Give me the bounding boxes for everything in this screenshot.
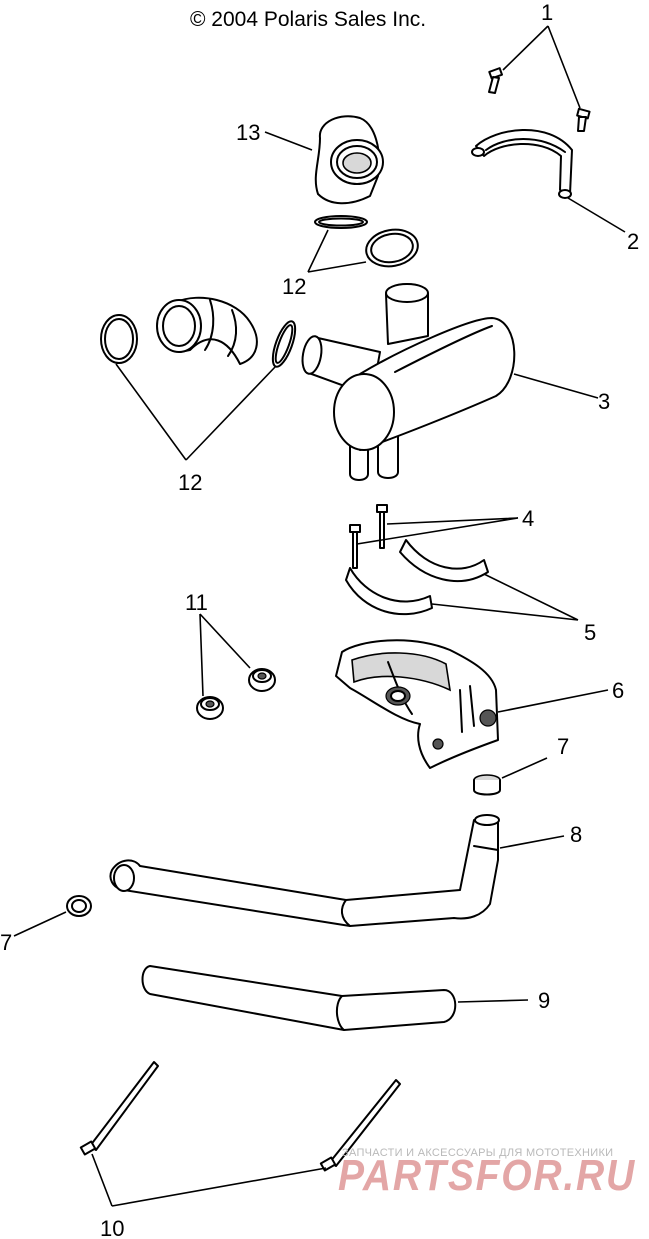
leader-8 (499, 835, 565, 849)
leader-2 (567, 197, 626, 233)
part-2-strap-clamp[interactable] (471, 129, 573, 199)
part-4-bolts[interactable] (349, 504, 388, 569)
leader-5 (431, 573, 579, 621)
leader-10 (91, 1153, 327, 1207)
watermark-logo: PARTSFOR.RU (338, 1151, 636, 1200)
callout-7-lower: 7 (0, 930, 12, 955)
part-8-hose[interactable] (109, 814, 500, 927)
copyright-text: © 2004 Polaris Sales Inc. (190, 8, 426, 31)
leader-12-lower (115, 363, 277, 461)
callout-6: 6 (612, 678, 624, 703)
leader-4 (356, 517, 519, 545)
callout-9: 9 (538, 988, 550, 1013)
part-12-orings-upper[interactable] (314, 215, 421, 270)
callout-4: 4 (522, 506, 534, 531)
callout-5: 5 (584, 620, 596, 645)
part-12-orings-lower[interactable] (100, 314, 300, 369)
part-7-plug-lower[interactable] (66, 895, 92, 917)
part-9-hose[interactable] (141, 965, 457, 1031)
callout-1: 1 (541, 0, 553, 25)
leader-13 (264, 131, 313, 151)
callout-12-upper: 12 (282, 274, 306, 299)
callout-11: 11 (185, 590, 208, 615)
callout-8: 8 (570, 822, 582, 847)
part-7-plug-upper[interactable] (473, 774, 501, 796)
part-11-grommets[interactable] (196, 668, 276, 720)
grommet-upper (248, 668, 276, 692)
callout-12-lower: 12 (178, 470, 202, 495)
part-5-saddles[interactable] (345, 539, 489, 616)
callout-3: 3 (598, 389, 610, 414)
screw-left (488, 67, 504, 94)
leader-6 (497, 689, 609, 713)
callout-13: 13 (236, 120, 260, 145)
leader-12-upper (307, 229, 367, 273)
leader-7-upper (501, 757, 548, 779)
watermark: ЗАПЧАСТИ И АКСЕССУАРЫ ДЛЯ МОТОТЕХНИКИ PA… (338, 1147, 636, 1200)
callout-10: 10 (100, 1216, 124, 1239)
callout-2: 2 (627, 229, 639, 254)
leader-7-lower (13, 911, 67, 937)
intake-elbow-hose[interactable] (156, 296, 258, 365)
screw-right (576, 107, 591, 132)
leader-11 (199, 613, 251, 697)
part-13-elbow[interactable] (314, 115, 384, 205)
grommet-lower (196, 696, 224, 720)
callout-7-upper: 7 (557, 734, 569, 759)
leader-3 (513, 373, 599, 399)
leader-1 (502, 25, 581, 109)
leader-9 (457, 999, 529, 1003)
part-6-bracket[interactable] (335, 639, 499, 769)
part-3-resonator[interactable] (300, 283, 516, 481)
watermark-tagline: ЗАПЧАСТИ И АКСЕССУАРЫ ДЛЯ МОТОТЕХНИКИ (342, 1147, 613, 1159)
part-1-screws[interactable] (488, 67, 591, 132)
part-10-cable-ties[interactable] (79, 1061, 401, 1172)
